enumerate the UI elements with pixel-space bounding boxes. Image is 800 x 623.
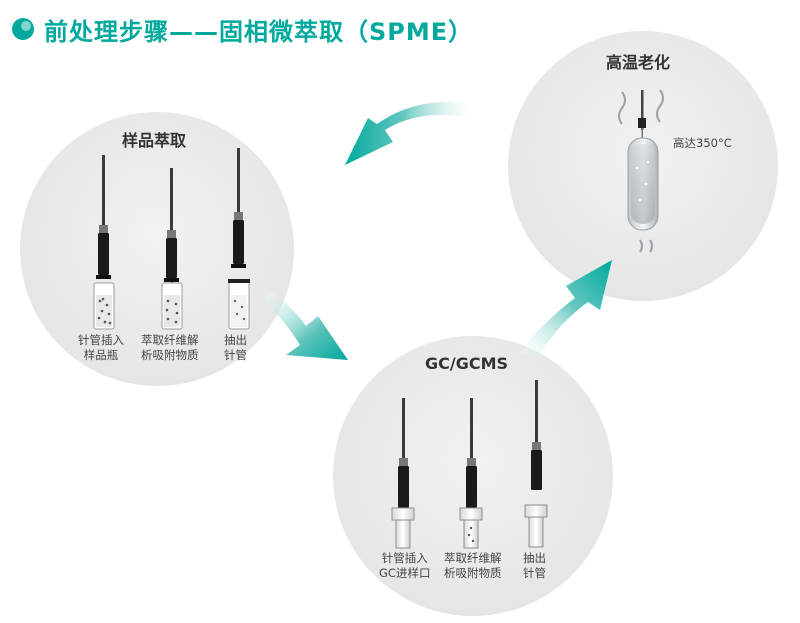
heat-wave-icon [618, 91, 626, 125]
teal-dot-icon [12, 18, 34, 40]
heat-wave-icon [656, 89, 664, 123]
arrow-extraction-to-gc [262, 292, 348, 360]
sample-vial [93, 282, 115, 330]
heat-wave-icon [649, 239, 653, 253]
heat-wave-icon [639, 239, 643, 253]
gc-injection-port-3 [524, 504, 548, 548]
header: 前处理步骤——固相微萃取（SPME） [12, 12, 473, 46]
extraction-stage-title: 样品萃取 [122, 131, 187, 150]
arrow-aging-to-extraction [345, 101, 474, 165]
syringe-into-vial [96, 155, 111, 279]
gc-step-label: 萃取纤维解析吸附物质 [444, 551, 502, 580]
page-title: 前处理步骤——固相微萃取（SPME） [44, 17, 474, 46]
temperature-label: 高达350°C [673, 136, 732, 150]
heated-tube [627, 137, 659, 231]
gc-injection-port-2 [459, 507, 483, 549]
arrow-gc-to-aging [520, 260, 612, 356]
extraction-step-label: 抽出针管 [224, 333, 247, 362]
sample-vial-2 [161, 282, 183, 330]
sample-vial-3 [228, 279, 250, 330]
syringe-withdrawn [231, 148, 246, 268]
aging-stage-title: 高温老化 [606, 53, 671, 72]
gc-syringe-withdrawn [531, 380, 542, 490]
extraction-step-label: 萃取纤维解析吸附物质 [141, 333, 199, 362]
gc-syringe-insert [398, 398, 409, 508]
extraction-step-label: 针管插入样品瓶 [78, 333, 124, 362]
gc-stage-title: GC/GCMS [425, 354, 509, 373]
gc-injection-port [391, 507, 415, 549]
extraction-stage-circle [20, 112, 294, 386]
gc-step-label: 抽出针管 [523, 551, 546, 580]
